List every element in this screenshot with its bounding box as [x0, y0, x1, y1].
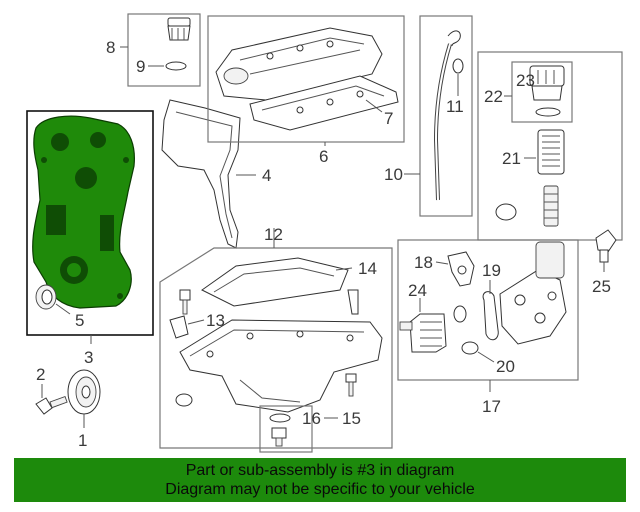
gasket-part-4[interactable] [161, 99, 241, 249]
callout-13: 13 [206, 311, 225, 330]
callout-4: 4 [262, 166, 271, 185]
callout-12: 12 [264, 225, 283, 244]
callout-19: 19 [482, 261, 501, 280]
seal-part-5[interactable] [35, 284, 57, 310]
callout-18: 18 [414, 253, 433, 272]
part-12-box [159, 247, 393, 449]
oil-baffle-part-14[interactable] [201, 257, 349, 307]
callout-14: 14 [358, 259, 377, 278]
filter-cap-part-23[interactable] [529, 65, 565, 117]
callout-6: 6 [319, 147, 328, 166]
callout-9: 9 [136, 57, 145, 76]
oil-pressure-sensor-part-25[interactable] [595, 229, 617, 263]
part-10-box [419, 15, 473, 217]
part-22-box [511, 61, 573, 123]
parts-diagram: 5 3 4 8 9 7 6 [26, 13, 623, 453]
crankshaft-pulley-part-1[interactable] [67, 369, 101, 415]
callout-10: 10 [384, 165, 403, 184]
callout-21: 21 [502, 149, 521, 168]
dipstick-seal-part-11[interactable] [452, 58, 464, 74]
banner-line-2: Diagram may not be specific to your vehi… [165, 481, 475, 498]
dipstick-part-10[interactable] [433, 30, 461, 201]
timing-cover-part-3[interactable] [32, 115, 135, 309]
callout-8: 8 [106, 38, 115, 57]
pulley-bolt-part-2[interactable] [35, 395, 68, 415]
callout-11: 11 [446, 97, 464, 116]
part-8-box [127, 13, 201, 87]
bolt-part-15 [345, 373, 357, 397]
cap-seal-part-9[interactable] [165, 61, 187, 71]
callout-3: 3 [84, 348, 93, 367]
callout-1: 1 [78, 431, 87, 450]
callout-16: 16 [302, 409, 321, 428]
callout-5: 5 [75, 311, 84, 330]
callout-7: 7 [384, 109, 393, 128]
gasket-part-18[interactable] [447, 251, 475, 287]
callout-25: 25 [592, 277, 611, 296]
oil-pan-part-12[interactable] [175, 319, 383, 413]
callout-23: 23 [516, 71, 535, 90]
bolt-near-pan [179, 289, 359, 315]
part-17-lower-box [397, 239, 579, 381]
callout-2: 2 [36, 365, 45, 384]
part-16-box [259, 405, 313, 453]
valve-cover-part-6[interactable] [215, 27, 383, 101]
part-6-box [207, 15, 405, 143]
filter-spring-and-valve [495, 185, 559, 227]
info-banner: Part or sub-assembly is #3 in diagram Di… [14, 458, 626, 502]
valve-cover-gasket-part-7[interactable] [249, 75, 399, 131]
callout-17: 17 [482, 397, 501, 416]
callout-15: 15 [342, 409, 361, 428]
banjo-fitting [453, 305, 467, 323]
gasket-part-19[interactable] [482, 291, 499, 341]
seal-part-20[interactable] [461, 341, 479, 355]
callout-22: 22 [484, 87, 503, 106]
oil-filter-part-21[interactable] [537, 129, 565, 175]
oil-cooler-part-24[interactable] [399, 313, 447, 353]
callout-24: 24 [408, 281, 427, 300]
oil-filler-cap-part-8[interactable] [167, 17, 191, 41]
part-3-box [26, 110, 154, 336]
oil-level-sensor-part-13[interactable] [169, 315, 189, 339]
callout-20: 20 [496, 357, 515, 376]
banner-line-1: Part or sub-assembly is #3 in diagram [185, 462, 455, 479]
oil-filter-housing[interactable] [499, 241, 567, 345]
drain-plug-part-16[interactable] [269, 413, 291, 447]
